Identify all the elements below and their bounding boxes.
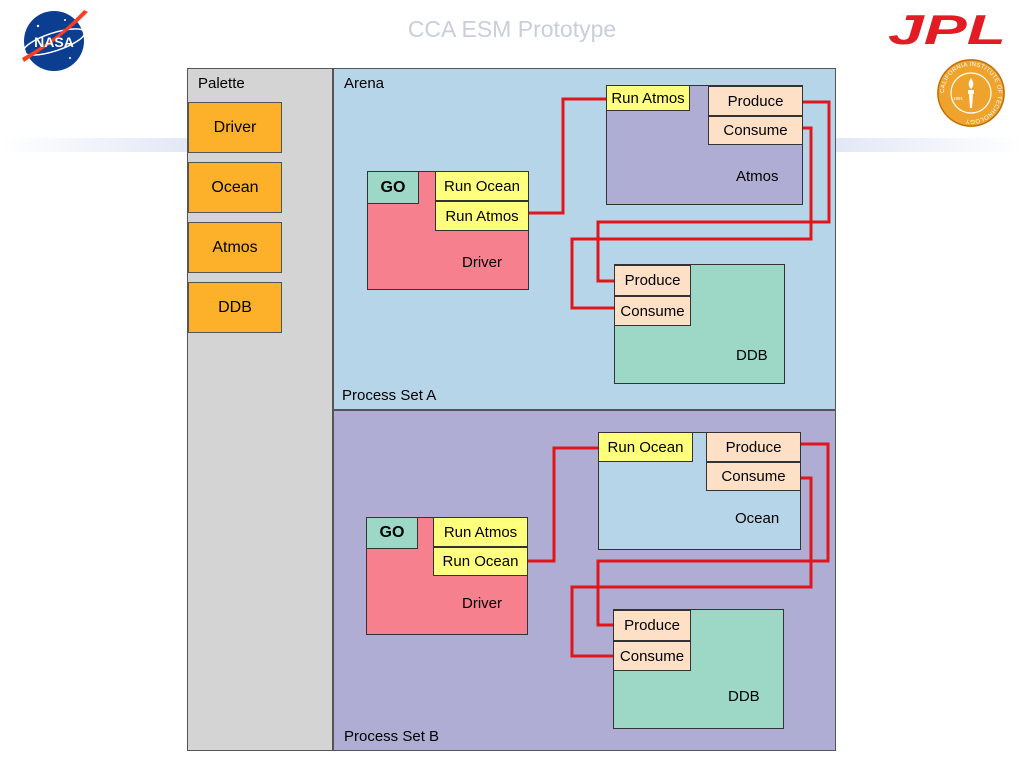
go-button-b[interactable]: GO xyxy=(366,517,418,549)
caltech-seal: CALIFORNIA INSTITUTE OF TECHNOLOGY 1891 xyxy=(937,59,1005,127)
port-run-ocean-b[interactable]: Run Ocean xyxy=(433,547,528,576)
wire-consume-atmos-a[interactable] xyxy=(570,126,813,310)
port-produce-ddb-b[interactable]: Produce xyxy=(613,610,691,641)
port-run-atmos-a[interactable]: Run Atmos xyxy=(435,201,529,231)
slide-title: CCA ESM Prototype xyxy=(407,16,617,42)
nasa-logo: NASA xyxy=(22,10,88,71)
arena-title: Arena xyxy=(344,75,385,92)
driver-label-b: Driver xyxy=(462,595,502,612)
jpl-logo: JPL xyxy=(888,8,1006,48)
port-consume-ocean-b[interactable]: Consume xyxy=(706,462,801,491)
palette-title: Palette xyxy=(198,75,245,92)
palette-item-ddb[interactable]: DDB xyxy=(188,282,282,333)
wire-run-atmos-a[interactable] xyxy=(529,97,606,215)
port-produce-atmos-a[interactable]: Produce xyxy=(708,86,803,116)
process-set-a-label: Process Set A xyxy=(342,387,437,404)
atmos-label-a: Atmos xyxy=(736,168,779,185)
palette-item-ocean[interactable]: Ocean xyxy=(188,162,282,213)
nasa-logo-text: NASA xyxy=(34,34,74,50)
port-consume-ddb-a[interactable]: Consume xyxy=(614,296,691,326)
jpl-logo-text: JPL xyxy=(888,8,1006,48)
wire-consume-ocean-b[interactable] xyxy=(570,476,813,658)
wire-run-ocean-b[interactable] xyxy=(528,446,598,563)
port-consume-ddb-b[interactable]: Consume xyxy=(613,641,691,671)
palette-item-driver[interactable]: Driver xyxy=(188,102,282,153)
caltech-seal-year: 1891 xyxy=(953,96,964,101)
ddb-label-b: DDB xyxy=(728,688,760,705)
port-produce-ddb-a[interactable]: Produce xyxy=(614,265,691,296)
port-run-atmos-b[interactable]: Run Atmos xyxy=(433,517,528,547)
port-run-ocean-a[interactable]: Run Ocean xyxy=(435,171,529,201)
wire-produce-ocean-b[interactable] xyxy=(596,442,830,627)
port-run-atmos-target-a[interactable]: Run Atmos xyxy=(606,85,690,111)
process-set-b-label: Process Set B xyxy=(344,728,440,745)
port-produce-ocean-b[interactable]: Produce xyxy=(706,432,801,462)
go-button-a[interactable]: GO xyxy=(367,171,419,204)
port-run-ocean-target-b[interactable]: Run Ocean xyxy=(598,432,693,462)
ddb-label-a: DDB xyxy=(736,347,768,364)
palette-item-atmos[interactable]: Atmos xyxy=(188,222,282,273)
wire-produce-atmos-a[interactable] xyxy=(596,100,831,283)
port-consume-atmos-a[interactable]: Consume xyxy=(708,116,803,145)
ocean-label-b: Ocean xyxy=(735,510,780,527)
driver-label-a: Driver xyxy=(462,254,502,271)
